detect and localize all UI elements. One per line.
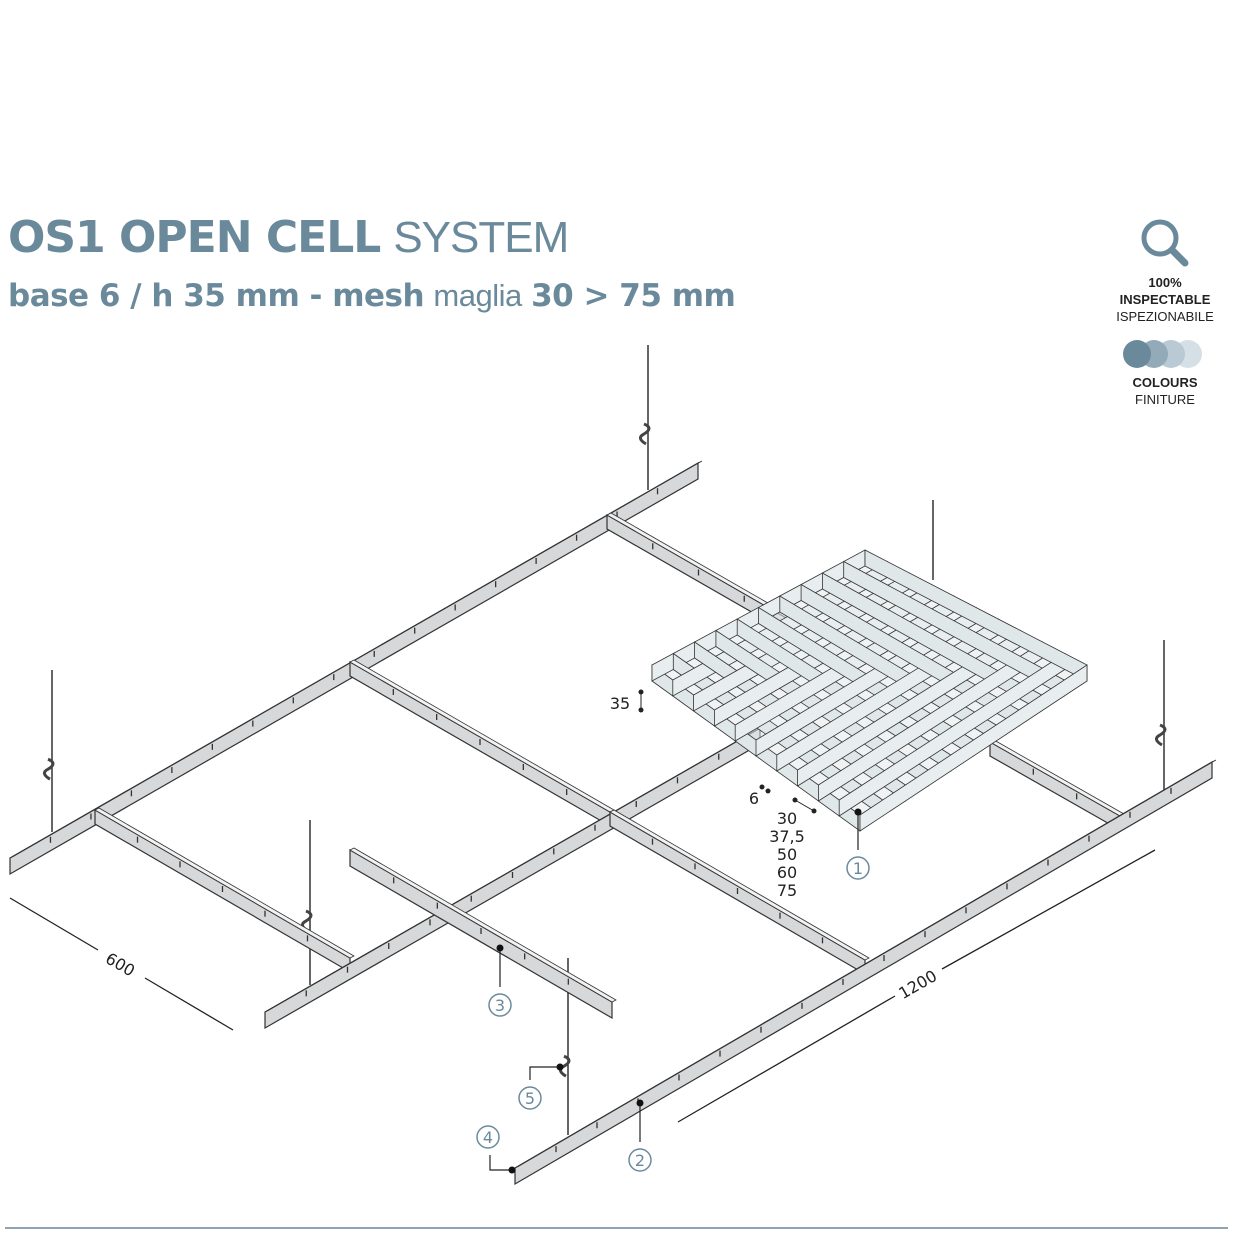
- cell-blade: [859, 664, 1088, 832]
- cross-tee: [349, 659, 615, 828]
- badge-ispezionabile: ISPEZIONABILE: [1116, 309, 1214, 324]
- svg-text:4: 4: [483, 1128, 493, 1147]
- mesh-size-label: 37,5: [769, 827, 805, 846]
- mesh-size-label: 50: [777, 845, 797, 864]
- mesh-size-label: 75: [777, 881, 797, 900]
- bottom-rule: [5, 1227, 1228, 1229]
- dim-1200-label: 1200: [895, 966, 940, 1003]
- callouts: 1 2 3 4 5: [476, 808, 870, 1174]
- cross-tee: [609, 809, 870, 976]
- cross-tee: [94, 807, 355, 974]
- callout-5: 5: [518, 1063, 564, 1110]
- callout-3: 3: [488, 944, 512, 1017]
- hanger-wire: [301, 820, 313, 985]
- colour-swatch: [1123, 340, 1151, 368]
- page-title: OS1 OPEN CELL SYSTEM: [8, 212, 569, 263]
- badge-colours: COLOURS: [1132, 375, 1198, 390]
- svg-text:3: 3: [495, 996, 505, 1015]
- subtitle-mesh-range: 30 > 75 mm: [531, 278, 736, 314]
- page-subtitle: base 6 / h 35 mm - mesh maglia 30 > 75 m…: [8, 278, 736, 314]
- spring-clip-icon: [639, 422, 651, 446]
- subtitle-spec: base 6 / h 35 mm - mesh: [8, 278, 425, 314]
- spring-clip-icon: [43, 757, 55, 781]
- mesh-size-label: 60: [777, 863, 797, 882]
- loose-cross-tee: [349, 847, 617, 1020]
- spring-clip-icon: [559, 1054, 571, 1078]
- svg-text:1: 1: [853, 859, 863, 878]
- perimeter-main-runner: [514, 759, 1217, 1186]
- title-light: SYSTEM: [393, 213, 569, 262]
- cross-tee: [989, 739, 1125, 832]
- callout-4: 4: [476, 1125, 516, 1174]
- inspectable-badge: 100% INSPECTABLE ISPEZIONABILE: [1110, 214, 1220, 325]
- subtitle-italian: maglia: [433, 278, 522, 313]
- beams: [9, 460, 1217, 1186]
- colour-swatches-icon: [1123, 340, 1202, 368]
- cross-tee: [606, 512, 795, 636]
- badge-inspectable: INSPECTABLE: [1119, 292, 1211, 307]
- callout-2: 2: [628, 1099, 652, 1172]
- title-bold: OS1 OPEN CELL: [8, 212, 381, 263]
- hanger-wire: [1155, 640, 1167, 795]
- svg-text:2: 2: [635, 1151, 645, 1170]
- badge-finiture: FINITURE: [1135, 392, 1195, 407]
- hanger-wire: [639, 345, 651, 490]
- badge-percent: 100%: [1148, 275, 1182, 290]
- callout-1: 1: [846, 808, 870, 880]
- mesh-size-label: 30: [777, 809, 797, 828]
- hangers: [43, 345, 1167, 1135]
- colours-badge: COLOURS FINITURE: [1110, 338, 1220, 408]
- magnifier-icon: [1141, 219, 1189, 267]
- spring-clip-icon: [1155, 723, 1167, 747]
- base-label: 6: [749, 789, 759, 808]
- open-cell-panel: [651, 549, 1088, 832]
- dim-600-label: 600: [102, 949, 138, 981]
- svg-text:5: 5: [525, 1089, 535, 1108]
- hanger-wire: [43, 670, 55, 832]
- height-label: 35: [610, 694, 630, 713]
